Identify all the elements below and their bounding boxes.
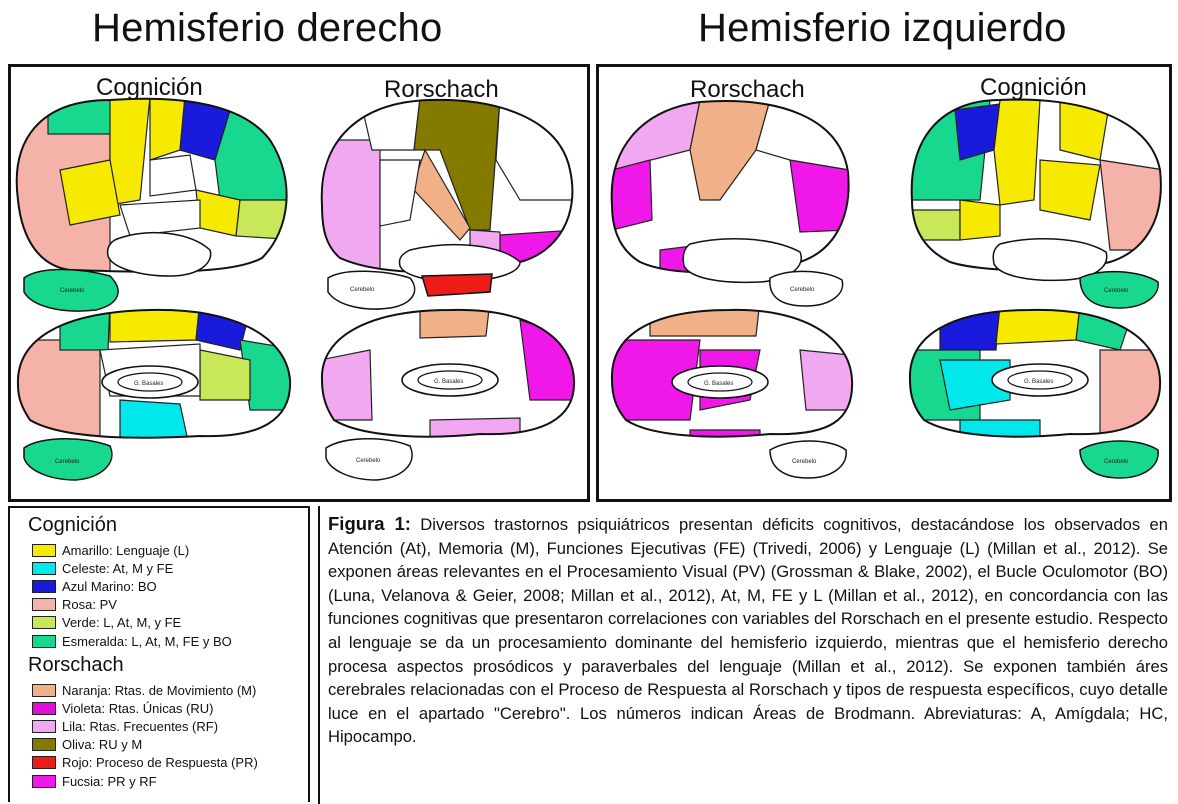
g-basales-text: G. Basales <box>434 379 463 385</box>
cerebelo-text: Cerebelo <box>350 287 375 293</box>
cerebelo-text: Cerebelo <box>55 459 80 465</box>
g-basales-text: G. Basales <box>134 381 163 387</box>
legend-item: Lila: Rtas. Frecuentes (RF) <box>32 718 300 736</box>
brain-lateral-left-cognition: Cerebelo <box>910 98 1162 309</box>
cerebelo-text: Cerebelo <box>792 459 817 465</box>
cerebelo-text: Cerebelo <box>1104 459 1129 465</box>
legend-item: Rosa: PV <box>32 596 300 614</box>
legend-label: Azul Marino: BO <box>62 578 157 594</box>
legend-label: Violeta: Rtas. Únicas (RU) <box>62 700 214 716</box>
caption-text: Diversos trastornos psiquiátricos presen… <box>328 515 1168 747</box>
brain-lateral-left-rorschach: Cerebelo <box>610 100 850 307</box>
cerebelo-text: Cerebelo <box>790 287 815 293</box>
legend-swatch <box>32 561 56 575</box>
legend-label: Rojo: Proceso de Respuesta (PR) <box>62 755 258 771</box>
legend-cognition-title: Cognición <box>28 514 117 536</box>
legend-label: Rosa: PV <box>62 597 117 613</box>
brain-medial-right-cognition: G. Basales Cerebelo <box>16 308 292 481</box>
figure-caption: Figura 1: Diversos trastornos psiquiátri… <box>318 506 1178 804</box>
legend-label: Fucsia: PR y RF <box>62 773 157 789</box>
legend-item: Violeta: Rtas. Únicas (RU) <box>32 699 300 717</box>
legend-label: Amarillo: Lenguaje (L) <box>62 542 190 558</box>
legend-label: Celeste: At, M y FE <box>62 560 174 576</box>
legend-swatch <box>32 756 56 770</box>
legend-label: Naranja: Rtas. de Movimiento (M) <box>62 682 257 698</box>
cerebelo-text: Cerebelo <box>356 458 381 464</box>
label-cognition-left: Cognición <box>980 74 1087 101</box>
brain-lateral-right-cognition: Cerebelo <box>15 97 288 312</box>
legend-label: Verde: L, At, M, y FE <box>62 615 182 631</box>
cerebelo-text: Cerebelo <box>60 288 85 294</box>
brain-medial-left-rorschach: G. Basales Cerebelo <box>610 308 854 479</box>
cerebelo-text: Cerebelo <box>1104 288 1129 294</box>
legend-item: Amarillo: Lenguaje (L) <box>32 541 300 559</box>
label-cognition-right: Cognición <box>96 74 203 101</box>
title-left-hemisphere: Hemisferio izquierdo <box>698 6 1067 50</box>
brain-medial-left-cognition: G. Basales Cerebelo <box>908 308 1162 479</box>
brain-maps: Cerebelo Cerebelo <box>15 97 1162 481</box>
legend-swatch <box>32 774 56 788</box>
title-right-hemisphere: Hemisferio derecho <box>92 6 443 50</box>
legend-swatch <box>32 598 56 612</box>
legend-label: Esmeralda: L, At, M, FE y BO <box>62 633 232 649</box>
legend-item: Rojo: Proceso de Respuesta (PR) <box>32 754 300 772</box>
g-basales-text: G. Basales <box>704 381 733 387</box>
legend-swatch <box>32 720 56 734</box>
legend-swatch <box>32 738 56 752</box>
legend-item: Celeste: At, M y FE <box>32 559 300 577</box>
legend-swatch <box>32 579 56 593</box>
legend-item: Fucsia: PR y RF <box>32 772 300 790</box>
brain-medial-right-rorschach: G. Basales Cerebelo <box>320 308 576 481</box>
legend-swatch <box>32 543 56 557</box>
legend-swatch <box>32 683 56 697</box>
caption-lead: Figura 1: <box>328 513 411 534</box>
legend-swatch <box>32 634 56 648</box>
legend-item: Verde: L, At, M, y FE <box>32 614 300 632</box>
legend-item: Naranja: Rtas. de Movimiento (M) <box>32 681 300 699</box>
color-legend: Cognición Amarillo: Lenguaje (L) Celeste:… <box>8 506 310 802</box>
legend-item: Esmeralda: L, At, M, FE y BO <box>32 632 300 650</box>
legend-label: Lila: Rtas. Frecuentes (RF) <box>62 719 219 735</box>
legend-item: Azul Marino: BO <box>32 577 300 595</box>
g-basales-text: G. Basales <box>1024 379 1053 385</box>
legend-swatch <box>32 701 56 715</box>
legend-swatch <box>32 616 56 630</box>
brain-lateral-right-rorschach: Cerebelo <box>320 98 574 310</box>
legend-label: Oliva: RU y M <box>62 737 143 753</box>
legend-item: Oliva: RU y M <box>32 736 300 754</box>
legend-rorschach-title: Rorschach <box>28 654 124 677</box>
label-rorschach-right: Rorschach <box>384 76 499 103</box>
label-rorschach-left: Rorschach <box>690 76 805 103</box>
